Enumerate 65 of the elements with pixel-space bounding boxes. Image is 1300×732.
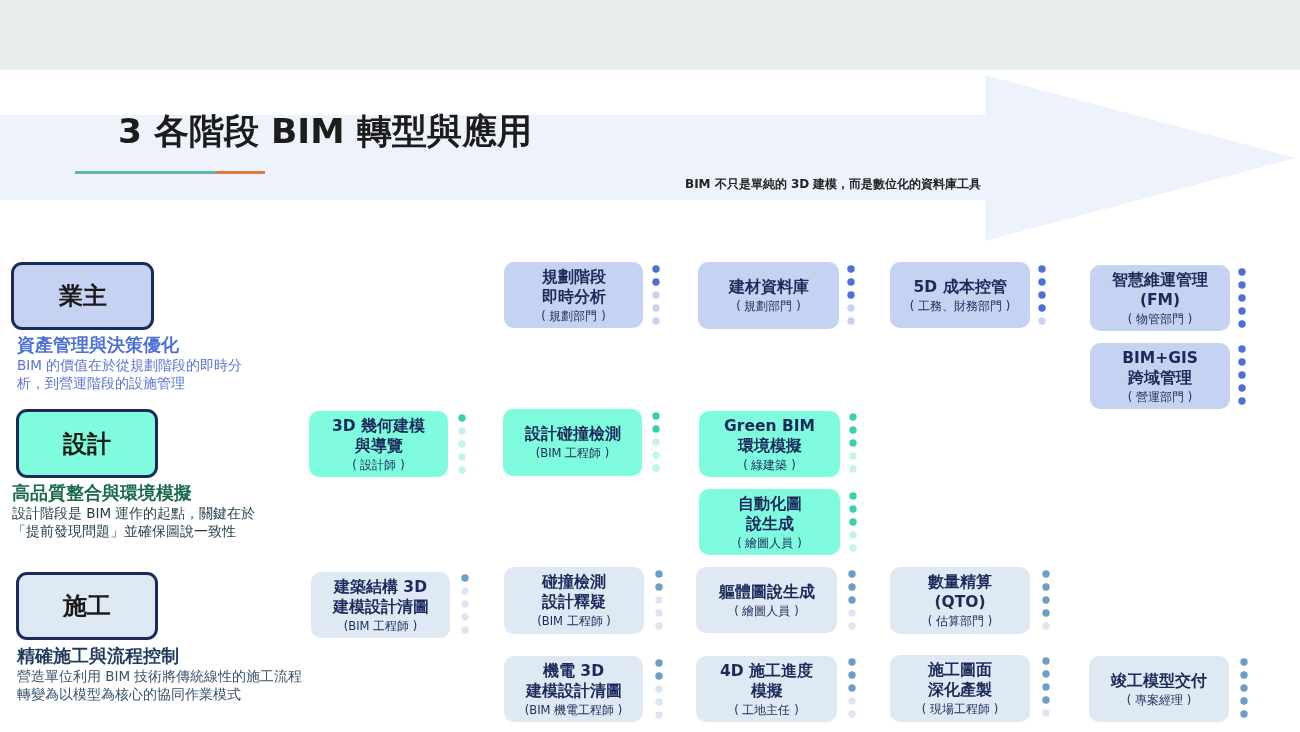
- task-title: 4D 施工進度模擬: [718, 660, 815, 701]
- role-label: ( 規劃部門 ): [736, 298, 801, 314]
- role-label: ( 綠建築 ): [743, 456, 796, 473]
- stage-label: 業主: [58, 281, 107, 312]
- role-label: ( 工地主任 ): [734, 701, 799, 718]
- subtitle: BIM 不只是單純的 3D 建模，而是數位化的資料庫工具: [685, 176, 982, 192]
- task-title: 自動化圖說生成: [736, 493, 803, 534]
- task-title: 智慧維運管理 (FM): [1111, 269, 1209, 310]
- task-title: 設計碰撞檢測: [524, 424, 621, 444]
- role-label: (BIM 工程師 ): [535, 445, 610, 461]
- stage-heading: 高品質整合與環境模擬: [12, 483, 192, 504]
- role-label: ( 繪圖人員 ): [737, 534, 802, 551]
- stage-box: [11, 262, 154, 330]
- role-label: ( 設計師 ): [352, 456, 405, 473]
- role-label: (BIM 工程師 ): [537, 613, 611, 629]
- task-card: [698, 262, 839, 329]
- task-card: [890, 567, 1030, 634]
- role-label: ( 營運部門 ): [1127, 388, 1193, 405]
- task-title: Green BIM 環境模擬: [723, 415, 816, 456]
- task-title: 規劃階段即時分析: [540, 266, 607, 307]
- task-card: [1090, 343, 1230, 409]
- role-label: ( 估算部門 ): [927, 613, 993, 629]
- task-title: 建材資料庫: [728, 277, 809, 297]
- task-title: 施工圖面深化產製: [927, 660, 993, 700]
- task-title: 建築結構 3D 建模設計清圖: [332, 576, 429, 617]
- task-title: 竣工模型交付: [1111, 670, 1207, 691]
- task-title: 碰撞檢測設計釋疑: [541, 572, 607, 612]
- task-title: 數量精算 (QTO): [927, 572, 993, 612]
- task-title: 軀體圖說生成: [718, 581, 815, 602]
- role-label: ( 專案經理 ): [1126, 691, 1192, 708]
- role-label: (BIM 工程師 ): [343, 617, 418, 634]
- task-title: 5D 成本控管: [913, 276, 1007, 297]
- role-label: ( 物管部門 ): [1127, 310, 1193, 327]
- page-title: 3 各階段 BIM 轉型與應用: [118, 110, 532, 153]
- role-label: (BIM 機電工程師 ): [524, 701, 623, 718]
- stage-label: 設計: [63, 428, 111, 460]
- task-card: [696, 567, 837, 633]
- stage-description: 設計階段是 BIM 運作的起點，關鍵在於「提前發現問題」並確保圖說一致性: [12, 504, 257, 540]
- role-label: ( 現場工程師 ): [921, 701, 999, 717]
- task-card: [309, 411, 448, 477]
- task-card: [503, 409, 642, 476]
- task-card: [504, 567, 644, 634]
- role-label: ( 繪圖人員 ): [734, 602, 799, 619]
- task-title: 機電 3D 建模設計清圖: [525, 660, 622, 701]
- role-label: ( 工務、財務部門 ): [909, 297, 1011, 314]
- stage-box: [16, 572, 158, 640]
- task-title: 3D 幾何建模與導覽: [330, 415, 427, 456]
- task-card: [1090, 265, 1230, 331]
- stage-box: [16, 409, 158, 478]
- task-card: [1089, 656, 1229, 722]
- task-card: [504, 262, 643, 328]
- task-card: [890, 655, 1030, 722]
- stage-description: 營造單位利用 BIM 技術將傳統線性的施工流程轉變為以模型為核心的協同作業模式: [17, 667, 304, 703]
- task-title: BIM+GIS 跨域管理: [1121, 347, 1199, 388]
- task-card: [504, 656, 643, 722]
- task-card: [699, 411, 840, 477]
- role-label: ( 規劃部門 ): [541, 307, 606, 324]
- stage-heading: 資產管理與決策優化: [17, 335, 179, 356]
- task-card: [890, 262, 1030, 328]
- stage-description: BIM 的價值在於從規劃階段的即時分析，到營運階段的設施管理: [17, 356, 244, 392]
- task-card: [696, 656, 837, 722]
- task-card: [699, 489, 840, 555]
- task-card: [311, 572, 450, 638]
- stage-heading: 精確施工與流程控制: [17, 646, 179, 667]
- stage-label: 施工: [63, 591, 111, 622]
